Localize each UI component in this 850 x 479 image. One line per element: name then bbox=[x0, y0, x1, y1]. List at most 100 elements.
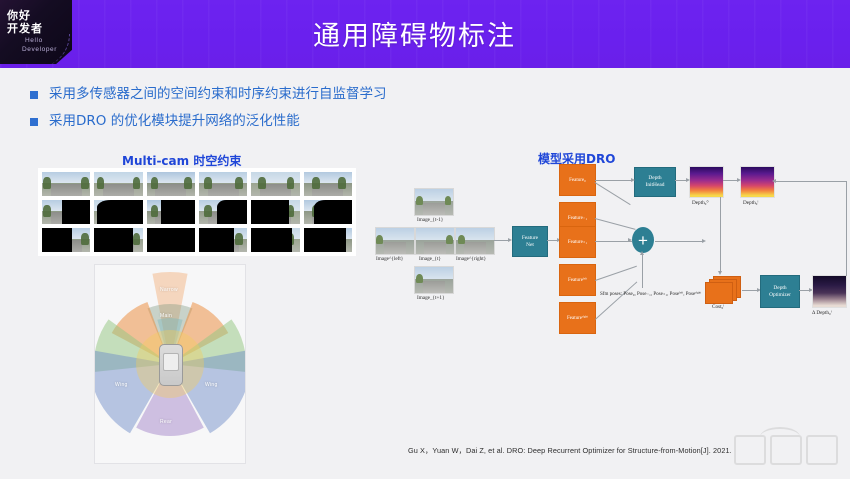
arrow-cost-to-optimizer bbox=[742, 290, 757, 291]
input-image-left bbox=[375, 227, 415, 255]
sensor-wedge bbox=[95, 319, 170, 372]
mask-overlay bbox=[198, 228, 234, 252]
sensor-label: Narrow bbox=[160, 287, 178, 294]
input-image-right bbox=[455, 227, 495, 255]
plus-icon: + bbox=[638, 230, 648, 250]
cost-volume bbox=[705, 276, 741, 304]
arrowhead-icon bbox=[737, 177, 741, 182]
sensor-wedge bbox=[170, 301, 229, 364]
feature-net-label-1: Feature bbox=[521, 234, 539, 241]
page-title: 通用障碍物标注 bbox=[313, 21, 516, 52]
arrowhead-icon bbox=[809, 287, 813, 292]
thumbnail-image bbox=[42, 228, 91, 252]
sensor-wedge bbox=[136, 364, 204, 436]
thumbnail-image bbox=[303, 200, 352, 224]
feedback-loop-horizontal bbox=[776, 181, 847, 182]
logo-swoosh-dashed-icon bbox=[35, 34, 70, 64]
arrowhead-icon bbox=[639, 251, 644, 255]
cost-slice bbox=[705, 282, 733, 304]
depth-map-iterative bbox=[740, 166, 775, 198]
multicam-section-title: Multi-cam 时空约束 bbox=[122, 154, 242, 168]
thumbnail-image bbox=[251, 172, 300, 196]
slide-content: 采用多传感器之间的空间约束和时序约束进行自监督学习 采用DRO 的优化模块提升网… bbox=[0, 68, 850, 479]
dro-architecture-diagram: Image_{t-1} Image^{left} Image_{t} Image… bbox=[372, 164, 850, 452]
feature-net-label-2: Net bbox=[526, 241, 534, 248]
feature-box-0: Feature₀ bbox=[559, 164, 596, 196]
slide-header: 你好 开发者 Hello Developer 通用障碍物标注 bbox=[0, 0, 850, 68]
sensor-wedge bbox=[170, 319, 245, 372]
sensor-wedge bbox=[95, 350, 170, 434]
brand-logo: 你好 开发者 Hello Developer bbox=[0, 0, 72, 64]
arrowhead-icon bbox=[631, 177, 635, 182]
sensor-label: Wing bbox=[115, 381, 128, 388]
sensor-wedge bbox=[111, 301, 170, 364]
bullet-square-icon bbox=[30, 118, 38, 126]
mask-overlay bbox=[42, 228, 72, 252]
mask-overlay bbox=[303, 228, 347, 252]
arrow-plus-to-cost bbox=[655, 241, 702, 242]
sensor-label: Wing bbox=[204, 381, 218, 388]
sensor-wedge bbox=[157, 318, 183, 364]
list-item: 采用多传感器之间的空间约束和时序约束进行自监督学习 bbox=[30, 86, 387, 102]
thumbnail-image bbox=[303, 228, 352, 252]
feature-net-box: Feature Net bbox=[512, 226, 548, 257]
mask-overlay bbox=[94, 228, 133, 252]
feedback-loop-vertical bbox=[846, 181, 847, 276]
arrowhead-icon bbox=[628, 237, 632, 242]
depth-optimizer-label-2: Optimizer bbox=[769, 291, 791, 298]
depth-optimizer-box: Depth Optimizer bbox=[760, 275, 800, 308]
arrowhead-icon bbox=[702, 238, 706, 243]
image-label: Image^{right} bbox=[456, 256, 487, 262]
bullet-text: 采用DRO 的优化模块提升网络的泛化性能 bbox=[49, 113, 300, 129]
connector-feature0-plus bbox=[594, 182, 631, 206]
logo-chinese-line1: 你好 bbox=[7, 9, 31, 22]
arrow-feature0-to-inithead bbox=[595, 180, 631, 181]
thumbnail-image bbox=[146, 172, 195, 196]
depth-label-i: Depth₀ⁱ bbox=[743, 200, 759, 206]
feature-box-left: Featureˡᵉᶠᵗ bbox=[559, 264, 596, 296]
arrowhead-icon bbox=[686, 177, 690, 182]
dro-section-title: 模型采用DRO bbox=[538, 152, 616, 166]
arrow-inithead-to-depth0 bbox=[675, 180, 686, 181]
mask-overlay bbox=[314, 200, 352, 224]
thumbnail-image bbox=[146, 228, 195, 252]
multicam-thumbnail-grid bbox=[38, 168, 356, 256]
vehicle-icon bbox=[159, 344, 183, 386]
depth-optimizer-label-1: Depth bbox=[773, 284, 787, 291]
thumbnail-image bbox=[94, 200, 143, 224]
logo-english-line1: Hello bbox=[25, 37, 43, 44]
thumbnail-image bbox=[251, 200, 300, 224]
thumbnail-image bbox=[303, 172, 352, 196]
cost-label: Cost₀ⁱ bbox=[712, 304, 725, 310]
arrowhead-icon bbox=[717, 271, 722, 275]
depth-label-0: Depth₀⁰ bbox=[692, 200, 709, 206]
delta-depth-map bbox=[812, 275, 847, 308]
thumbnail-image bbox=[146, 200, 195, 224]
arrowhead-icon bbox=[757, 287, 761, 292]
thumbnail-image bbox=[42, 172, 91, 196]
arrowhead-icon bbox=[772, 178, 776, 183]
input-image-t bbox=[415, 227, 455, 255]
sensor-wedge bbox=[170, 350, 245, 434]
sensor-wedge bbox=[147, 304, 193, 364]
input-image-t-minus-1 bbox=[414, 188, 454, 216]
feature-box-right: Featureʳⁱᵍʰᵗ bbox=[559, 302, 596, 334]
bullet-text: 采用多传感器之间的空间约束和时序约束进行自监督学习 bbox=[49, 86, 387, 102]
arrow-optimizer-to-deltadepth bbox=[799, 290, 809, 291]
arrow-depthi-to-cost bbox=[720, 197, 721, 271]
connector-featurep1-plus bbox=[595, 241, 632, 242]
sensor-label: Main bbox=[160, 313, 173, 319]
depth-init-head-label-1: Depth bbox=[648, 175, 662, 181]
thumbnail-image bbox=[198, 200, 248, 224]
connector-featureright-plus bbox=[595, 281, 638, 320]
concat-junction: + bbox=[632, 227, 654, 253]
thumbnail-image bbox=[251, 228, 300, 252]
thumbnail-image bbox=[198, 228, 248, 252]
depth-init-head-label-2: InitHead bbox=[645, 182, 665, 188]
mask-overlay bbox=[251, 200, 290, 224]
sensor-wedge bbox=[152, 272, 188, 364]
thumbnail-image bbox=[42, 200, 91, 224]
bullet-square-icon bbox=[30, 91, 38, 99]
